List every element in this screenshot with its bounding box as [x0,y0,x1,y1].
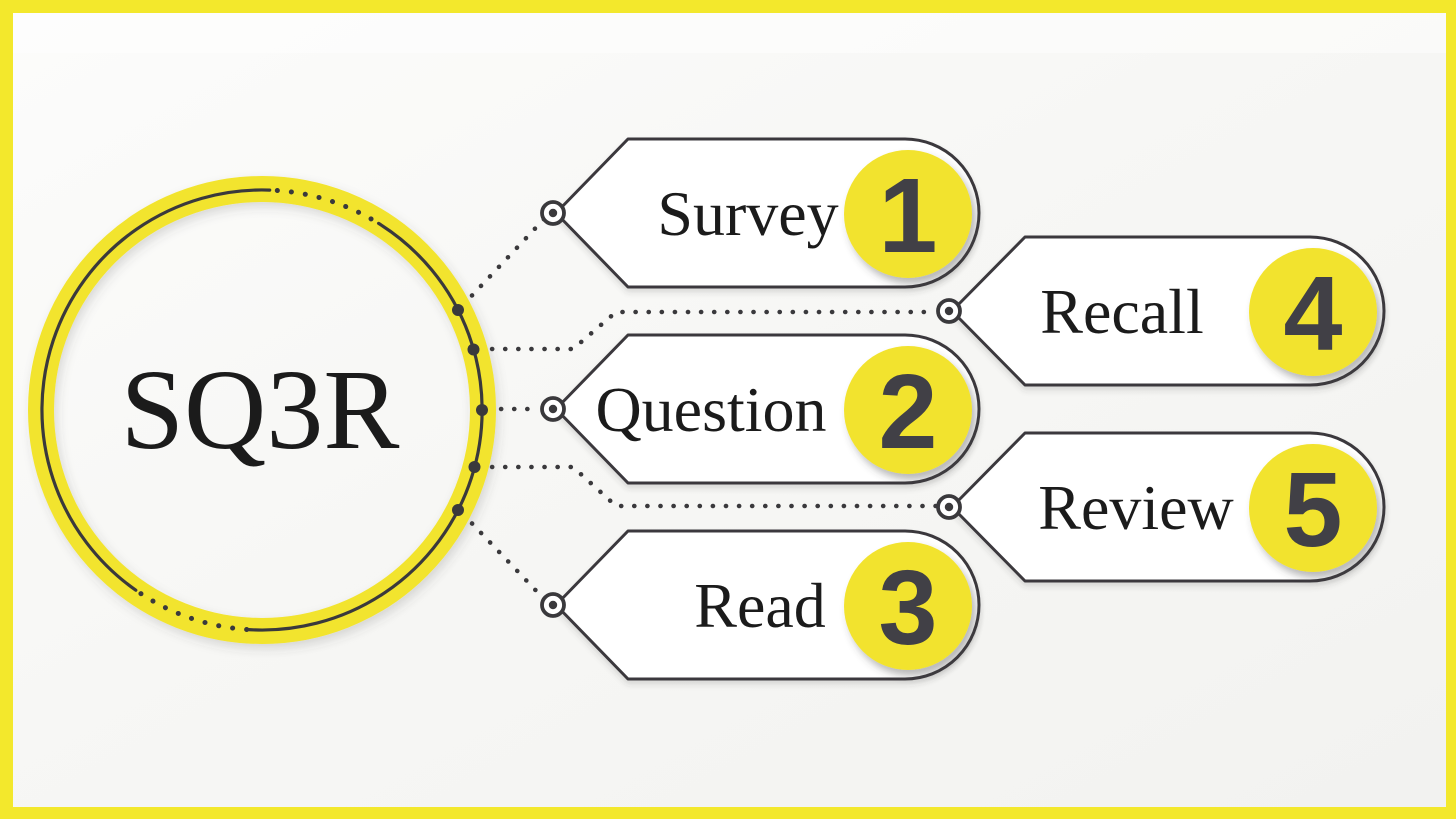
label-question: Question [595,374,826,445]
item-read: 3 Read [540,529,981,681]
label-survey: Survey [657,178,838,249]
center-title: SQ3R [121,346,400,473]
number-question: 2 [879,353,938,471]
anchor-dot-question [476,404,488,416]
center-ring-dotted-bottom [133,587,250,632]
item-recall: 4 Recall [936,235,1386,387]
background-sheen [13,13,1446,53]
number-read: 3 [879,549,938,667]
number-badge-recall [1249,248,1377,376]
tip-dot-question [548,404,558,414]
connectors [460,215,939,602]
center-ring-solid-left [40,188,272,592]
anchor-dot-recall [467,343,480,356]
item-review: 5 Review [936,431,1386,583]
tip-dot-recall [944,306,954,316]
number-badge-survey [844,150,972,278]
label-review: Review [1038,472,1234,543]
center-circle-group: SQ3R [28,176,496,644]
number-badge-review [1249,444,1377,572]
anchor-dot-review [468,461,481,473]
tip-dot-read [548,600,558,610]
anchor-dot-survey [452,304,464,316]
anchor-dot-read [452,504,464,516]
tip-dot-survey [548,208,558,218]
number-recall: 4 [1284,255,1343,373]
center-ring-dotted-top [274,188,382,226]
center-ring-solid-right [245,221,484,632]
tip-dot-review [944,502,954,512]
number-survey: 1 [879,157,938,275]
item-question: 2 Question [540,333,981,485]
number-badge-read [844,542,972,670]
number-review: 5 [1284,451,1343,569]
item-survey: 1 Survey [540,137,981,289]
label-recall: Recall [1040,276,1203,347]
number-badge-question [844,346,972,474]
label-read: Read [694,570,826,641]
